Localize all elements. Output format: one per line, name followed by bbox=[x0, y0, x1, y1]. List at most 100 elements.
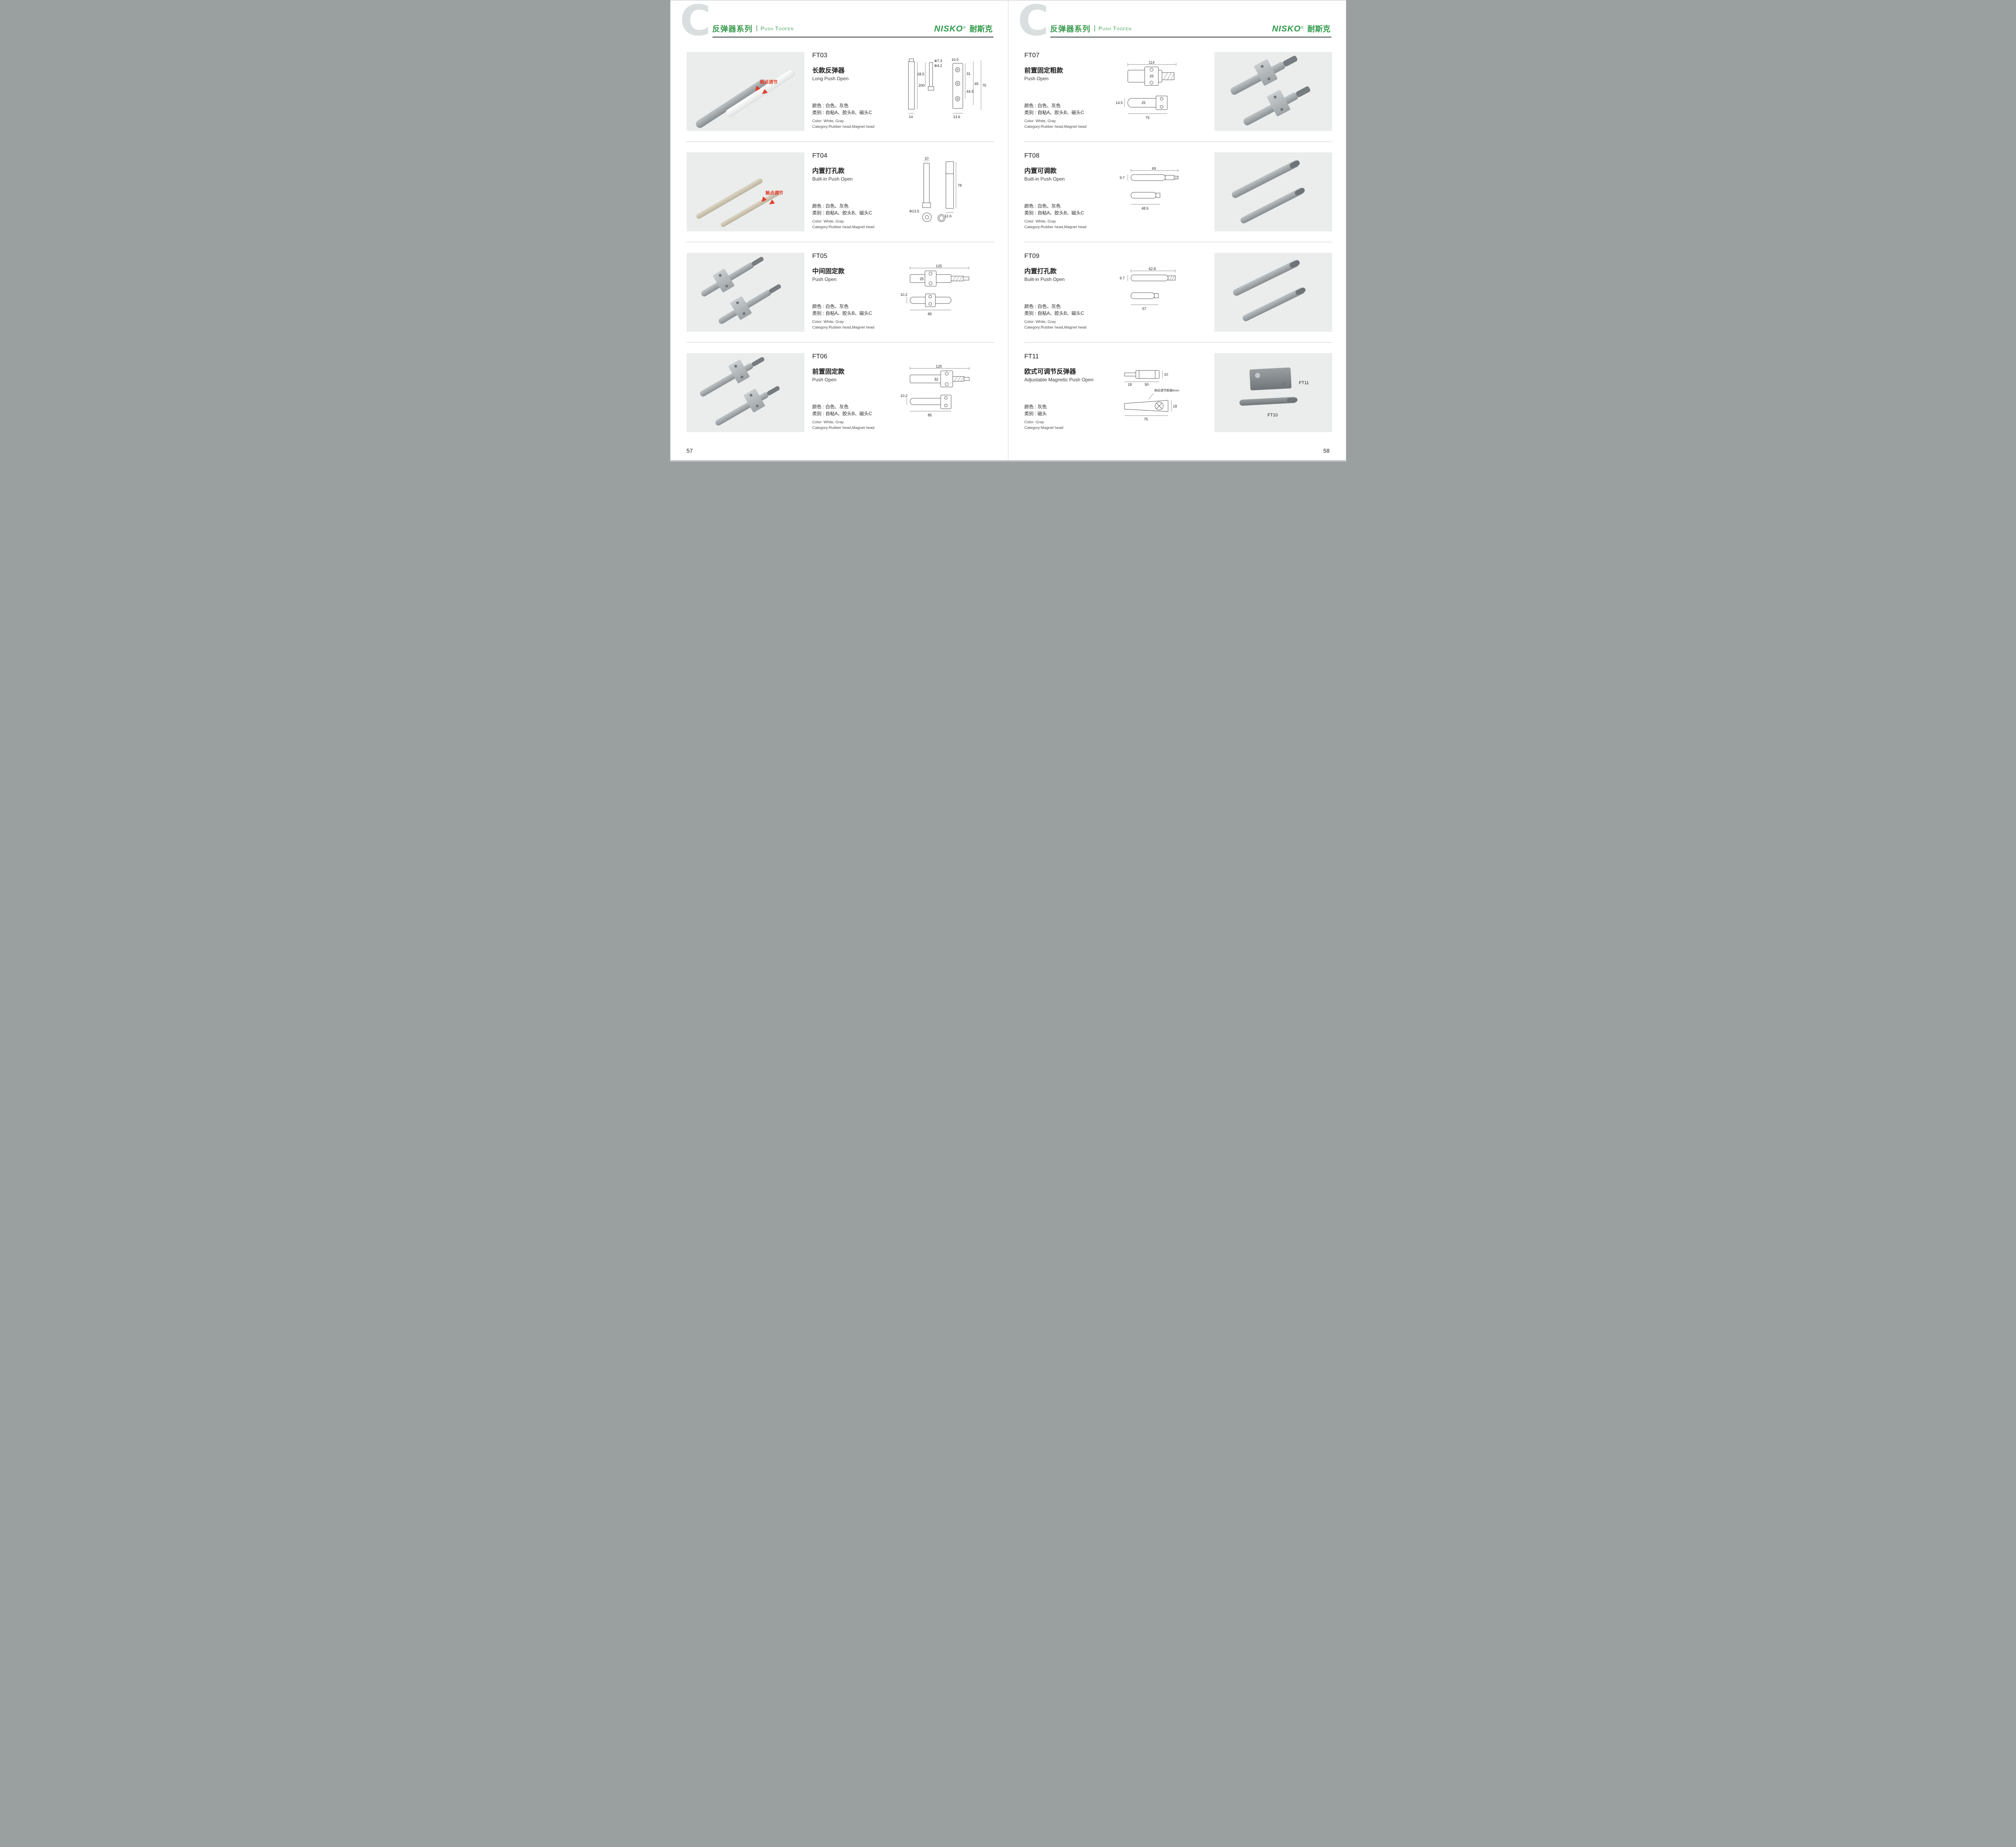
svg-text:Φ7.3: Φ7.3 bbox=[934, 59, 942, 63]
product-name-cn: 长款反弹器 bbox=[812, 67, 845, 74]
product-code: FT04 bbox=[812, 152, 827, 159]
spec-color-en: Color: White, Gray bbox=[812, 320, 844, 324]
svg-text:50: 50 bbox=[1145, 383, 1149, 387]
svg-text:85: 85 bbox=[928, 312, 932, 316]
spec-type-cn: 类别 : 自粘A、胶头B、磁头C bbox=[812, 110, 872, 115]
product-specs: 颜色 : 白色、灰色 类别 : 自粘A、胶头B、磁头C Color: White… bbox=[812, 203, 891, 231]
page-header: C 反弹器系列 Push Toofen NISKO® 耐斯克 bbox=[680, 0, 994, 42]
photo-annotation-text: 触点调节 bbox=[765, 191, 783, 196]
brand-logo-cn: 耐斯克 bbox=[1307, 25, 1331, 33]
spec-type-en: Category:Rubber head,Magnet head bbox=[1024, 225, 1087, 229]
spec-color-cn: 颜色 : 白色、灰色 bbox=[812, 204, 849, 209]
spec-color-en: Color: White, Gray bbox=[1024, 320, 1056, 324]
svg-text:9.7: 9.7 bbox=[1120, 276, 1125, 280]
product-photo-ft09 bbox=[1214, 253, 1332, 332]
svg-text:31: 31 bbox=[966, 72, 971, 76]
spec-color-en: Color: Gray bbox=[1024, 420, 1044, 425]
product-row-ft11: FT11 欧式可调节反弹器 Adjustable Magnetic Push O… bbox=[1025, 343, 1332, 443]
brand-logo: NISKO® 耐斯克 bbox=[934, 23, 993, 34]
product-row-ft06: FT06 前置固定款 Push Open 颜色 : 白色、灰色 类别 : 自粘A… bbox=[686, 343, 994, 443]
spec-color-cn: 颜色 : 白色、灰色 bbox=[1024, 304, 1061, 310]
product-specs: 颜色 : 白色、灰色 类别 : 自粘A、胶头B、磁头C Color: White… bbox=[1025, 103, 1104, 131]
svg-text:75: 75 bbox=[1145, 116, 1150, 120]
product-name-en: Adjustable Magnetic Push Open bbox=[1024, 377, 1093, 383]
svg-text:75: 75 bbox=[1144, 417, 1148, 421]
product-code: FT11 bbox=[1024, 353, 1039, 360]
series-title-en: Push Toofen bbox=[760, 25, 794, 31]
svg-text:200: 200 bbox=[918, 83, 925, 87]
svg-text:125: 125 bbox=[936, 264, 942, 268]
product-row-ft07: FT07 前置固定粗款 Push Open 颜色 : 白色、灰色 类别 : 自粘… bbox=[1024, 42, 1332, 142]
spec-color-cn: 颜色 : 白色、灰色 bbox=[1024, 104, 1061, 109]
product-image-bar bbox=[1239, 397, 1297, 406]
product-specs: 颜色 : 白色、灰色 类别 : 自粘A、胶头B、磁头C Color: White… bbox=[1025, 203, 1104, 231]
svg-text:25: 25 bbox=[1150, 74, 1154, 78]
brand-logo-latin: NISKO bbox=[1272, 24, 1301, 33]
tech-drawing-ft05: 125 25 10.2 85 bbox=[900, 264, 994, 320]
svg-text:25: 25 bbox=[1141, 101, 1145, 105]
product-photo-ft08 bbox=[1214, 152, 1332, 231]
catalog-spread: C 反弹器系列 Push Toofen NISKO® 耐斯克 触点调节 bbox=[670, 0, 1346, 462]
product-list: FT07 前置固定粗款 Push Open 颜色 : 白色、灰色 类别 : 自粘… bbox=[1024, 42, 1332, 443]
tech-drawing-ft07: 114 25 14.5 25 75 bbox=[1112, 60, 1206, 122]
product-name-en: Push Open bbox=[812, 377, 837, 383]
product-specs: 颜色 : 灰色 类别 : 磁头 Color: Gray Category:Mag… bbox=[1025, 404, 1104, 432]
product-info-ft05: FT05 中间固定款 Push Open 颜色 : 白色、灰色 类别 : 自粘A… bbox=[812, 253, 891, 332]
product-specs: 颜色 : 白色、灰色 类别 : 自粘A、胶头B、磁头C Color: White… bbox=[812, 304, 891, 332]
product-photo-ft06 bbox=[686, 353, 804, 432]
spec-type-en: Category:Rubber head,Magnet head bbox=[812, 124, 875, 129]
svg-text:25: 25 bbox=[920, 277, 924, 281]
svg-text:57: 57 bbox=[1142, 307, 1146, 311]
tech-drawing-ft06: 125 32 10.2 85 bbox=[900, 364, 994, 421]
product-row-ft05: FT05 中间固定款 Push Open 颜色 : 白色、灰色 类别 : 自粘A… bbox=[686, 242, 994, 343]
photo-label-ft10: FT10 bbox=[1267, 413, 1278, 418]
product-name-en: Long Push Open bbox=[812, 76, 849, 81]
product-name-cn: 欧式可调节反弹器 bbox=[1024, 368, 1076, 375]
product-specs: 颜色 : 白色、灰色 类别 : 自粘A、胶头B、磁头C Color: White… bbox=[1025, 304, 1104, 332]
product-image-block bbox=[1249, 367, 1291, 391]
spec-type-en: Category:Rubber head,Magnet head bbox=[812, 425, 875, 430]
tech-drawing-ft08: 69 9.7 48.5 bbox=[1112, 166, 1206, 216]
spec-type-en: Category:Rubber head,Magnet head bbox=[1024, 325, 1087, 330]
series-title-cn: 反弹器系列 bbox=[1050, 25, 1091, 33]
c-watermark: C bbox=[680, 0, 711, 45]
svg-text:18: 18 bbox=[1173, 404, 1177, 408]
spec-color-en: Color: White, Gray bbox=[812, 219, 844, 224]
svg-text:62.8: 62.8 bbox=[1149, 267, 1156, 271]
product-row-ft03: 触点调节 FT03 长款反弹器 Long Push Open 颜色 : 白色、灰… bbox=[686, 42, 994, 142]
spec-color-en: Color: White, Gray bbox=[812, 420, 844, 425]
spec-type-en: Category:Magnet head bbox=[1024, 425, 1064, 430]
svg-text:65: 65 bbox=[975, 82, 979, 86]
page-number: 57 bbox=[686, 447, 693, 454]
series-title-en: Push Toofen bbox=[1098, 25, 1132, 31]
product-row-ft04: 触点调节 FT04 内置打孔款 Built-in Push Open 颜色 : … bbox=[686, 142, 994, 242]
title-divider bbox=[756, 25, 757, 31]
registered-mark: ® bbox=[963, 25, 966, 30]
spec-color-en: Color: White, Gray bbox=[1024, 219, 1056, 224]
product-photo-ft04: 触点调节 bbox=[686, 152, 804, 231]
product-name-en: Push Open bbox=[812, 277, 837, 282]
page-57: C 反弹器系列 Push Toofen NISKO® 耐斯克 触点调节 bbox=[671, 0, 1008, 460]
page-number: 58 bbox=[1323, 447, 1330, 454]
product-row-ft08: FT08 内置可调款 Built-in Push Open 颜色 : 白色、灰色… bbox=[1024, 142, 1332, 242]
spec-color-cn: 颜色 : 白色、灰色 bbox=[812, 104, 849, 109]
product-name-cn: 前置固定款 bbox=[812, 368, 845, 375]
spec-type-cn: 类别 : 自粘A、胶头B、磁头C bbox=[812, 210, 872, 216]
svg-text:10.5: 10.5 bbox=[952, 58, 959, 62]
product-info-ft11: FT11 欧式可调节反弹器 Adjustable Magnetic Push O… bbox=[1025, 353, 1104, 432]
product-info-ft09: FT09 内置打孔款 Built-in Push Open 颜色 : 白色、灰色… bbox=[1025, 253, 1104, 332]
product-code: FT06 bbox=[812, 353, 827, 360]
spec-color-cn: 颜色 : 白色、灰色 bbox=[1024, 204, 1061, 209]
svg-text:125: 125 bbox=[936, 364, 942, 368]
spec-type-cn: 类别 : 自粘A、胶头B、磁头C bbox=[1024, 311, 1084, 316]
tech-drawing-ft11: 10 18 50 18 75 前后调节距离6mm bbox=[1112, 362, 1206, 423]
brand-logo-latin: NISKO bbox=[934, 24, 963, 33]
svg-text:32: 32 bbox=[934, 377, 938, 381]
svg-text:14.5: 14.5 bbox=[1116, 101, 1123, 105]
tech-drawing-ft04: 10 78 11.6 Φ13.5 bbox=[900, 156, 994, 226]
product-name-cn: 内置打孔款 bbox=[1024, 268, 1057, 275]
brand-logo-cn: 耐斯克 bbox=[969, 25, 993, 33]
photo-label-ft11: FT11 bbox=[1299, 381, 1309, 385]
product-name-cn: 中间固定款 bbox=[812, 268, 845, 275]
spec-type-cn: 类别 : 自粘A、胶头B、磁头C bbox=[812, 411, 872, 416]
